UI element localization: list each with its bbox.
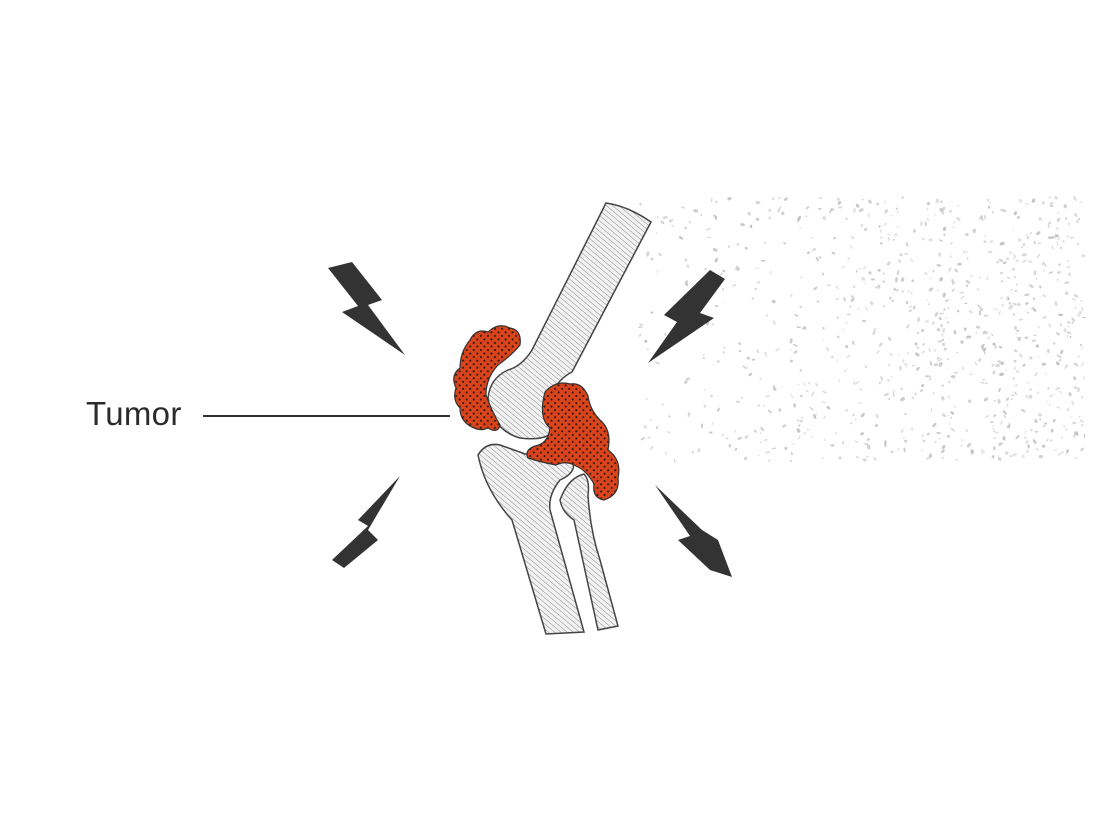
tumor-label: Tumor [86,395,182,432]
lightning-bolt-icon [328,262,405,355]
tumor-mass [526,382,620,501]
lightning-bolt-icon [648,270,725,363]
lightning-bolt-icon [655,485,732,577]
lightning-bolt-icon [332,476,400,568]
grunge-texture [637,195,1087,463]
femur-bone [487,202,652,440]
fibula-bone [559,473,619,631]
tumor-mass [453,325,521,431]
tibia-bone [477,443,585,635]
